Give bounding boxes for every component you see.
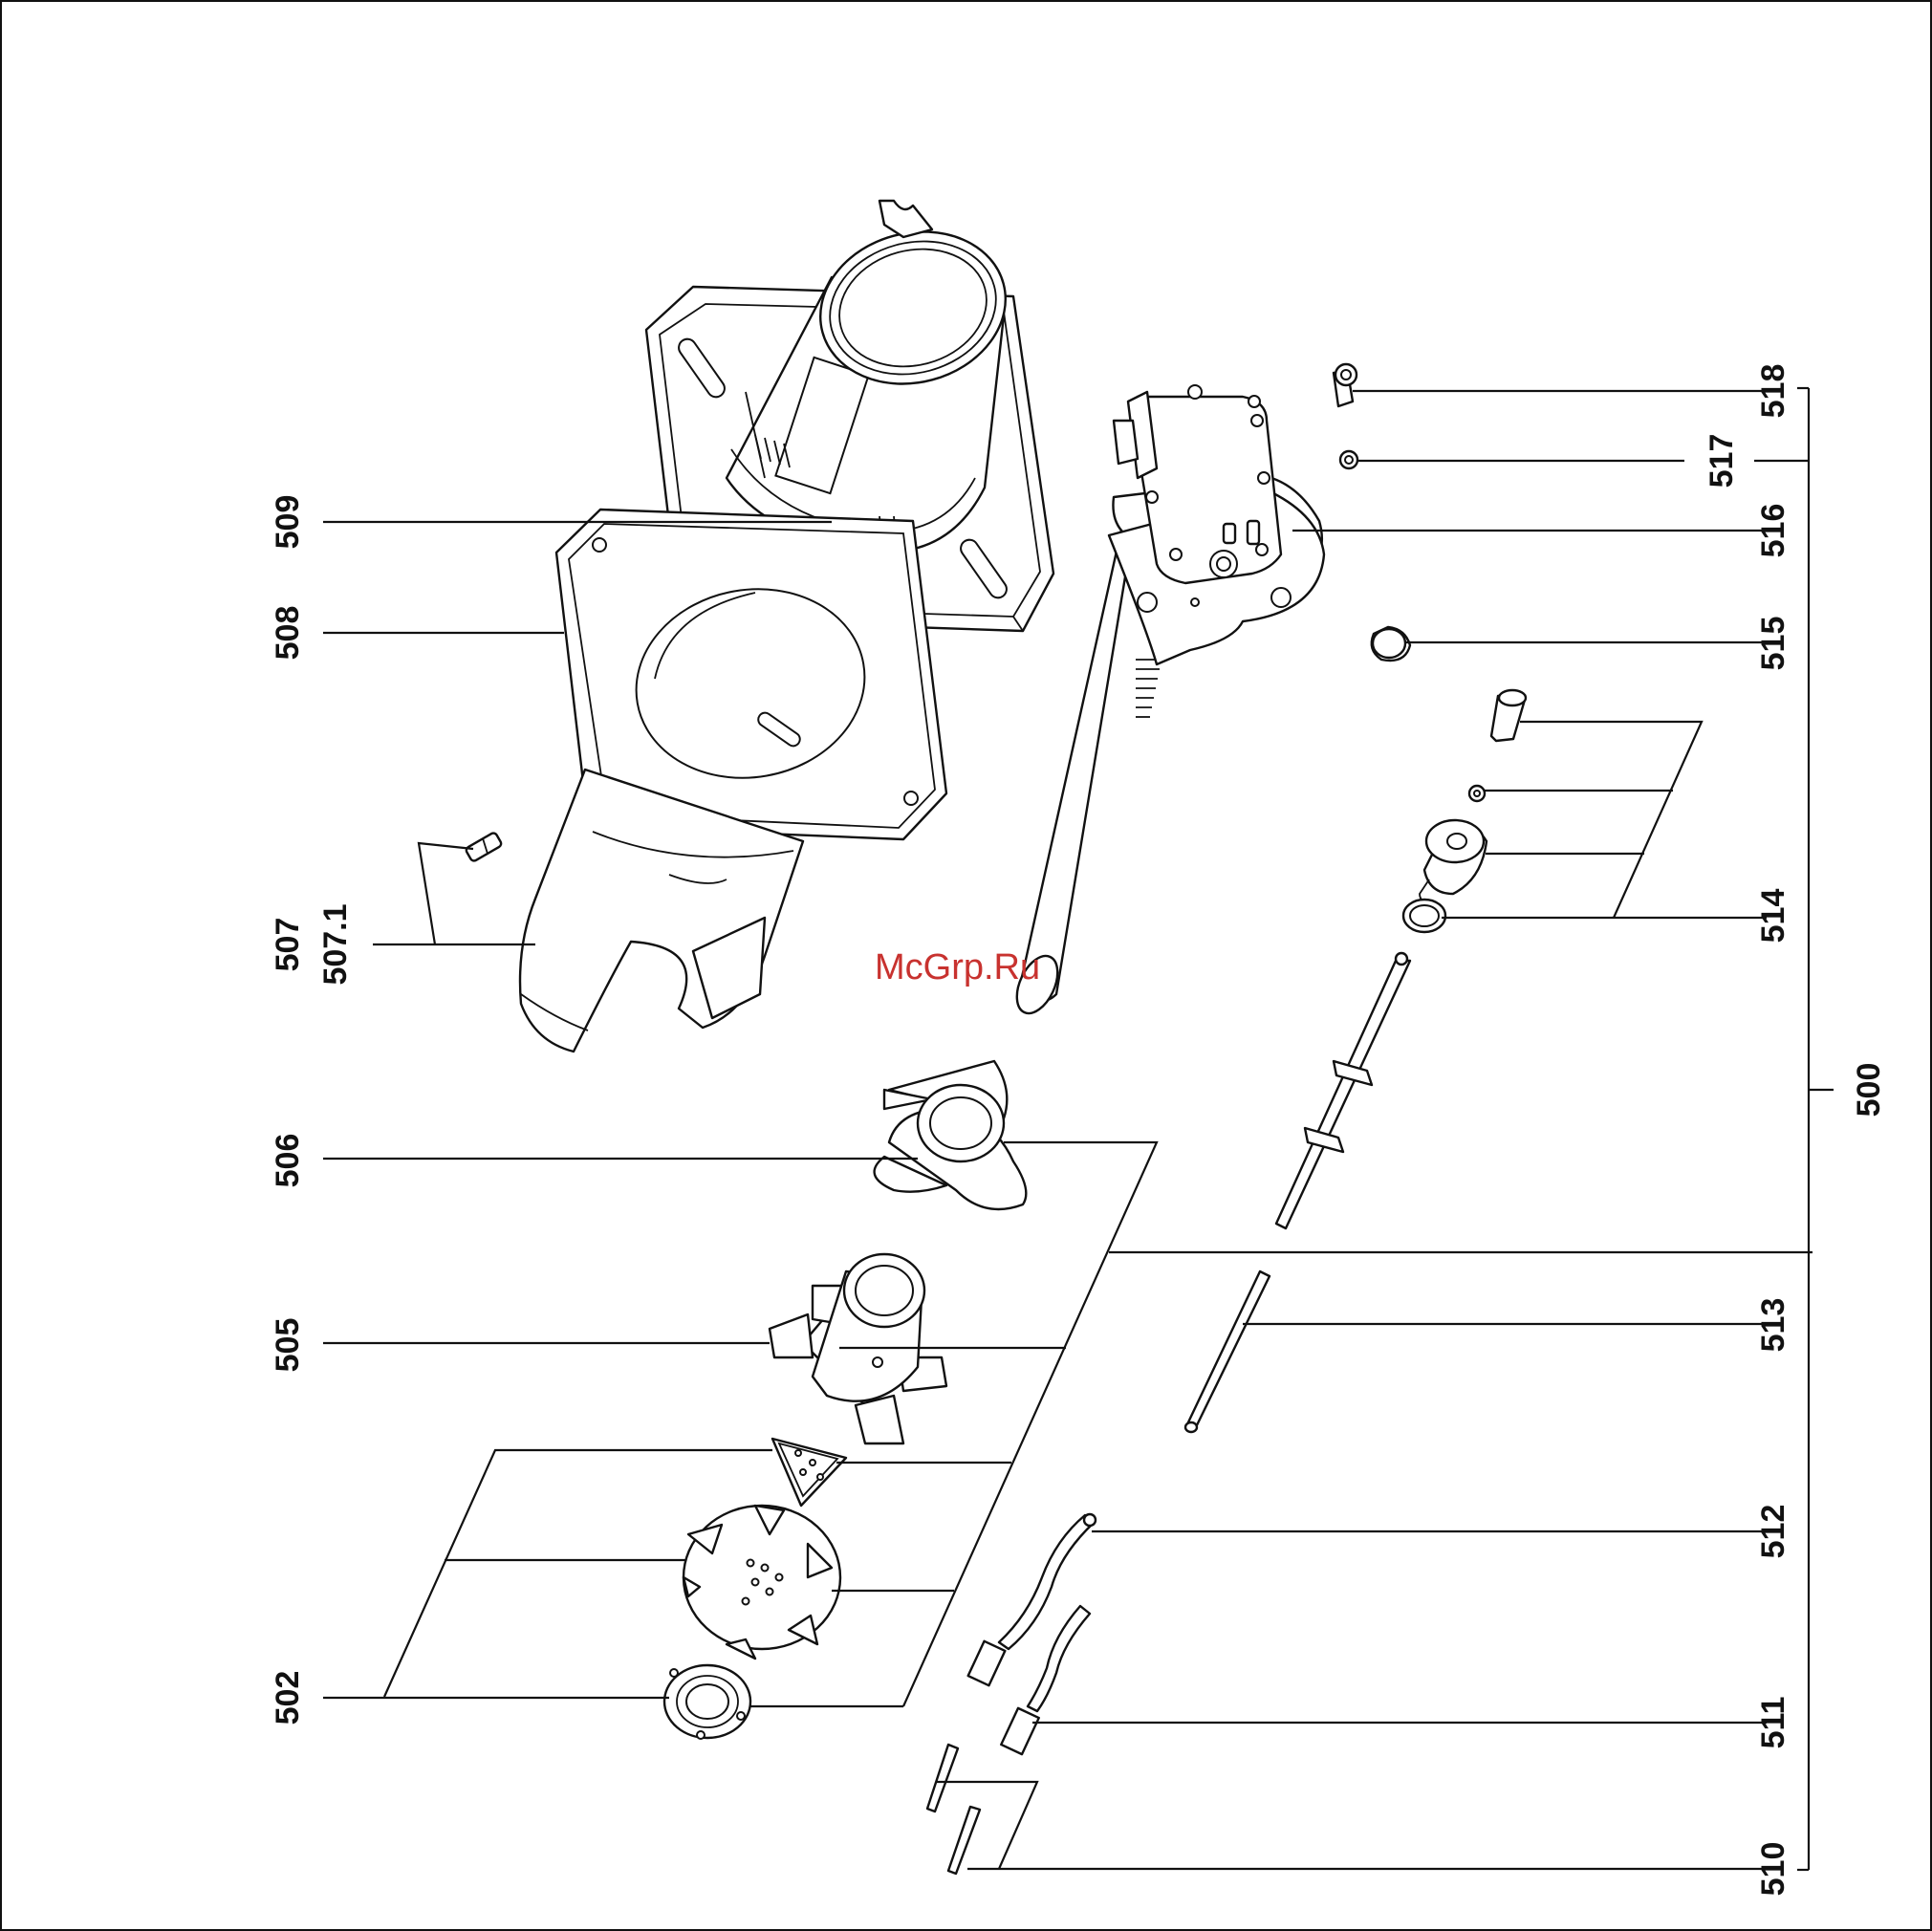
callout-labels: 509 508 507 507.1 506 505 502 518 517 51… (270, 364, 1887, 1897)
part-514-nut (1469, 786, 1485, 801)
callout-518: 518 (1755, 364, 1791, 419)
part-516-motor (1009, 385, 1324, 1020)
callout-509: 509 (270, 495, 306, 550)
callout-508: 508 (270, 606, 306, 661)
callout-514: 514 (1755, 889, 1791, 944)
part-507-1-pin (465, 832, 502, 862)
part-513-shaft (1185, 953, 1410, 1432)
part-502-star-disc (684, 1506, 840, 1659)
callout-515: 515 (1755, 617, 1791, 671)
callout-516: 516 (1755, 504, 1791, 558)
watermark-text: McGrp.Ru (875, 947, 1040, 987)
callout-517: 517 (1704, 434, 1740, 488)
callout-506: 506 (270, 1134, 306, 1188)
leader-lines-right (937, 388, 1834, 1870)
part-502-bearing-ring (664, 1665, 750, 1739)
callout-500: 500 (1851, 1063, 1887, 1117)
part-514-sleeve (1491, 690, 1526, 741)
part-518-knob (1334, 364, 1357, 406)
callout-513: 513 (1755, 1298, 1791, 1353)
part-512-wire (968, 1514, 1096, 1685)
part-510-pins (927, 1745, 980, 1874)
part-506-rotor (875, 1061, 1027, 1209)
part-502-triangle-plate (772, 1439, 846, 1506)
part-514-bushing (1420, 820, 1487, 903)
callout-512: 512 (1755, 1505, 1791, 1559)
callout-507-1: 507.1 (317, 903, 354, 985)
part-515-cap (1372, 627, 1410, 661)
callout-502: 502 (270, 1671, 306, 1725)
part-514-o-ring (1403, 900, 1445, 932)
callout-507: 507 (270, 918, 306, 972)
callout-510: 510 (1755, 1842, 1791, 1897)
part-517-nut (1340, 451, 1357, 468)
callout-505: 505 (270, 1318, 306, 1373)
callout-511: 511 (1755, 1697, 1791, 1749)
leader-lines (323, 522, 1813, 1706)
